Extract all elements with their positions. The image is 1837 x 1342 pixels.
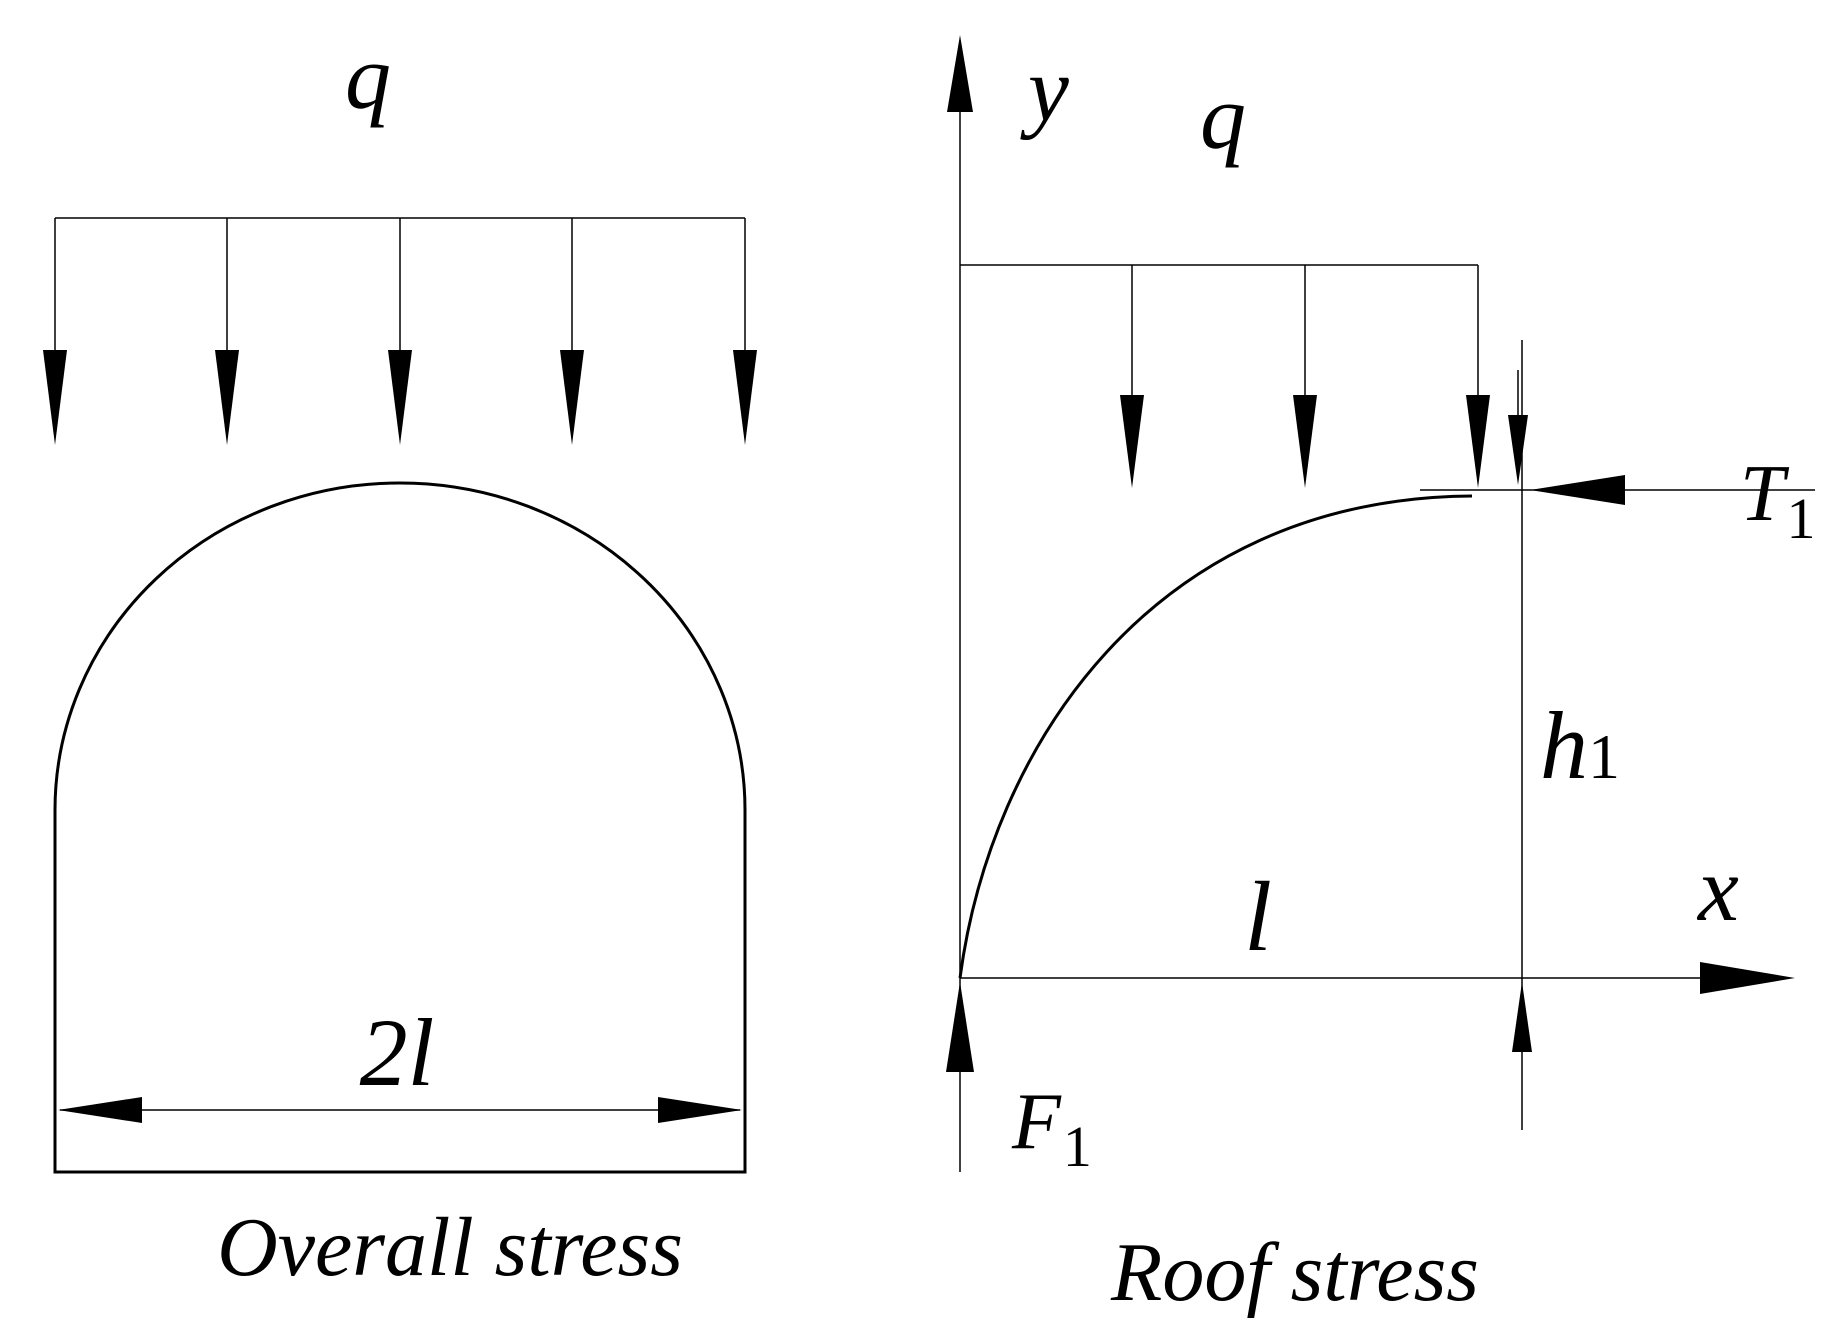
overall-span-arrowhead-left [58,1097,142,1123]
roof-load-label: q [1200,66,1246,168]
roof-span-label: l [1244,861,1272,972]
reaction-symbol: F [1011,1078,1062,1166]
reaction-arrowhead-left [946,982,974,1072]
roof-load-arrowhead-2 [1293,395,1317,488]
roof-stress-figure: y q T1 x l h1 [946,35,1816,1319]
y-axis-label: y [1020,38,1069,140]
thrust-subscript: 1 [1787,486,1816,551]
overall-load-arrowhead-5 [733,350,757,445]
roof-load-arrowhead-1 [1120,395,1144,488]
roof-arc [958,494,1473,979]
y-axis-arrowhead [947,35,973,112]
roof-load-arrows [1120,265,1490,488]
overall-span-label: 2l [360,999,435,1106]
roof-load-arrowhead-3 [1466,395,1490,488]
crown-arrowhead [1508,415,1528,485]
reaction-subscript: 1 [1063,1114,1092,1179]
tunnel-outline [53,481,747,1174]
x-axis-label: x [1696,838,1739,940]
overall-load-label: q [345,26,391,128]
thrust-label: T1 [1740,450,1816,551]
overall-load-arrowhead-3 [388,350,412,445]
height-subscript: 1 [1588,721,1620,792]
overall-stress-figure: q 2l Overall stress [43,26,757,1294]
overall-span-dimension [58,1097,742,1123]
roof-stress-caption: Roof stress [1110,1226,1479,1319]
thrust-arrowhead [1530,475,1625,505]
overall-stress-caption: Overall stress [217,1201,683,1294]
thrust-symbol: T [1740,450,1790,538]
x-axis-arrowhead [1700,962,1795,994]
overall-load-arrowhead-2 [215,350,239,445]
overall-load-arrows [43,218,757,445]
overall-load-arrowhead-1 [43,350,67,445]
height-label: h1 [1540,692,1620,799]
height-symbol: h [1540,692,1588,799]
overall-load-arrowhead-4 [560,350,584,445]
reaction-label: F1 [1011,1078,1092,1179]
reaction-arrowhead-right [1512,982,1532,1052]
overall-span-arrowhead-right [658,1097,742,1123]
